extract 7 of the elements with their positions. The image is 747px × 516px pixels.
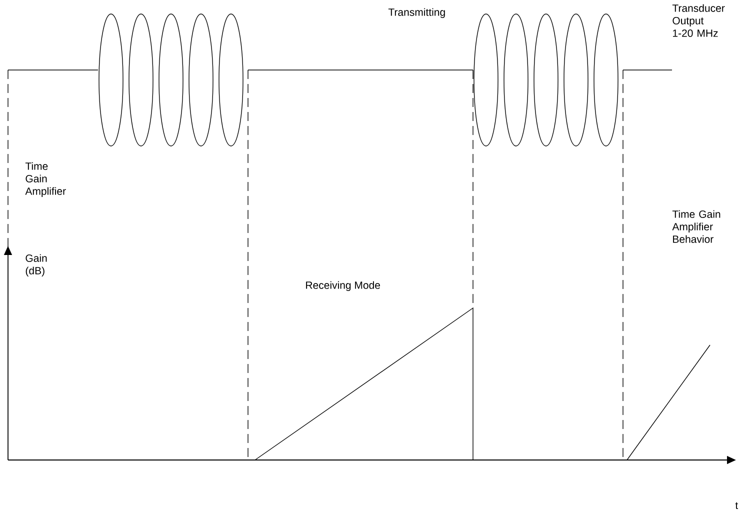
output-label: Transducer Output 1-20 MHz bbox=[672, 4, 725, 37]
amplifier-label: Time Gain Amplifier bbox=[25, 162, 66, 197]
axis-label: t bbox=[735, 502, 738, 510]
behavior-label: Time Gain Amplifier Behavior bbox=[672, 210, 720, 243]
axis-label: Gain (dB) bbox=[26, 254, 47, 276]
phase-label: Transmitting bbox=[388, 8, 445, 18]
phase-label: Receiving Mode bbox=[306, 281, 380, 291]
